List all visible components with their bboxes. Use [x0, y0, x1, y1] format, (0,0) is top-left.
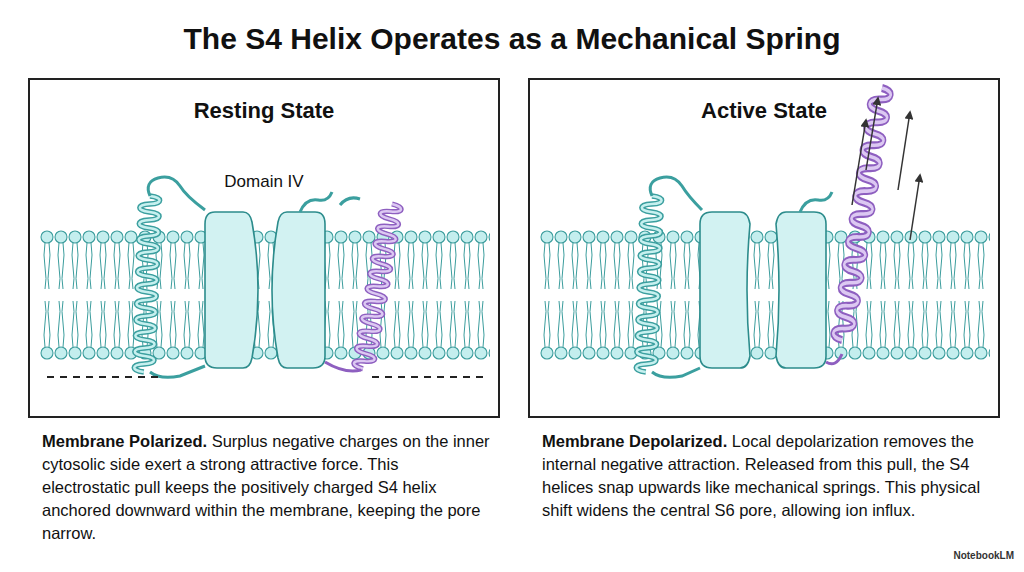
motion-arrow	[910, 175, 920, 240]
pore-domain-left	[205, 212, 258, 368]
s4-helix	[832, 86, 891, 341]
teal-helix	[134, 196, 160, 373]
helix-linker	[652, 368, 700, 377]
helix-loop	[148, 177, 205, 210]
domain-label: Domain IV	[224, 172, 303, 192]
motion-arrow	[898, 112, 910, 190]
caption-lead: Membrane Depolarized.	[542, 432, 727, 450]
diagram-title: The S4 Helix Operates as a Mechanical Sp…	[0, 22, 1024, 56]
helix-linker	[826, 354, 842, 364]
caption-lead: Membrane Polarized.	[42, 432, 207, 450]
negative-charge-line	[47, 376, 162, 378]
lipid-bilayer	[540, 230, 990, 360]
pore-domain-left	[700, 212, 750, 368]
negative-charge-line	[372, 376, 487, 378]
pore-domain-right	[272, 212, 325, 368]
teal-helix	[636, 196, 662, 373]
panel-frame: Active State	[528, 78, 1000, 418]
state-panel: Active StateMembrane Depolarized.Local d…	[528, 78, 1000, 522]
panel-caption: Membrane Depolarized.Local depolarizatio…	[528, 430, 1000, 522]
panel-heading: Active State	[530, 80, 998, 124]
s4-helix	[353, 202, 401, 370]
helix-loop	[300, 192, 360, 212]
helix-loop	[800, 192, 832, 212]
motion-arrow	[852, 120, 866, 205]
motion-arrow	[866, 98, 878, 170]
panel-caption: Membrane Polarized.Surplus negative char…	[28, 430, 500, 545]
helix-loop	[650, 177, 702, 210]
state-panel: Resting StateMembrane Polarized.Surplus …	[28, 78, 500, 545]
helix-linker	[150, 366, 205, 377]
watermark: NotebookLM	[953, 550, 1014, 561]
panel-heading: Resting State	[30, 80, 498, 124]
panel-frame: Resting State	[28, 78, 500, 418]
pore-domain-right	[776, 212, 826, 368]
helix-linker	[325, 362, 361, 371]
lipid-bilayer	[40, 230, 490, 360]
